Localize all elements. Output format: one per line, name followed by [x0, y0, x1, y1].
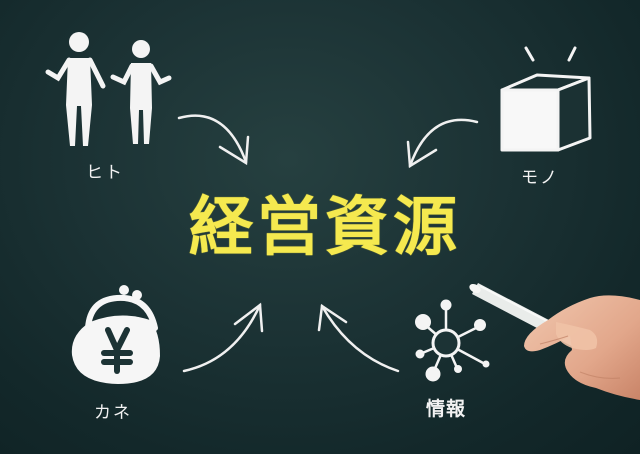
title-management-resources: 経営資源: [189, 191, 461, 265]
label-things: モノ: [521, 168, 559, 188]
cube-icon: [500, 46, 592, 152]
people-icon: [45, 32, 172, 146]
network-icon: [415, 299, 490, 382]
label-money: カネ: [94, 403, 132, 423]
arrow-info-icon: [317, 303, 400, 373]
label-information: 情報: [426, 398, 467, 420]
yen-purse-icon: [71, 285, 160, 384]
arrow-people-icon: [177, 114, 250, 166]
hand-icon: [524, 295, 640, 400]
arrow-things-icon: [406, 118, 479, 169]
arrow-money-icon: [182, 302, 264, 373]
label-people: ヒト: [86, 163, 124, 183]
